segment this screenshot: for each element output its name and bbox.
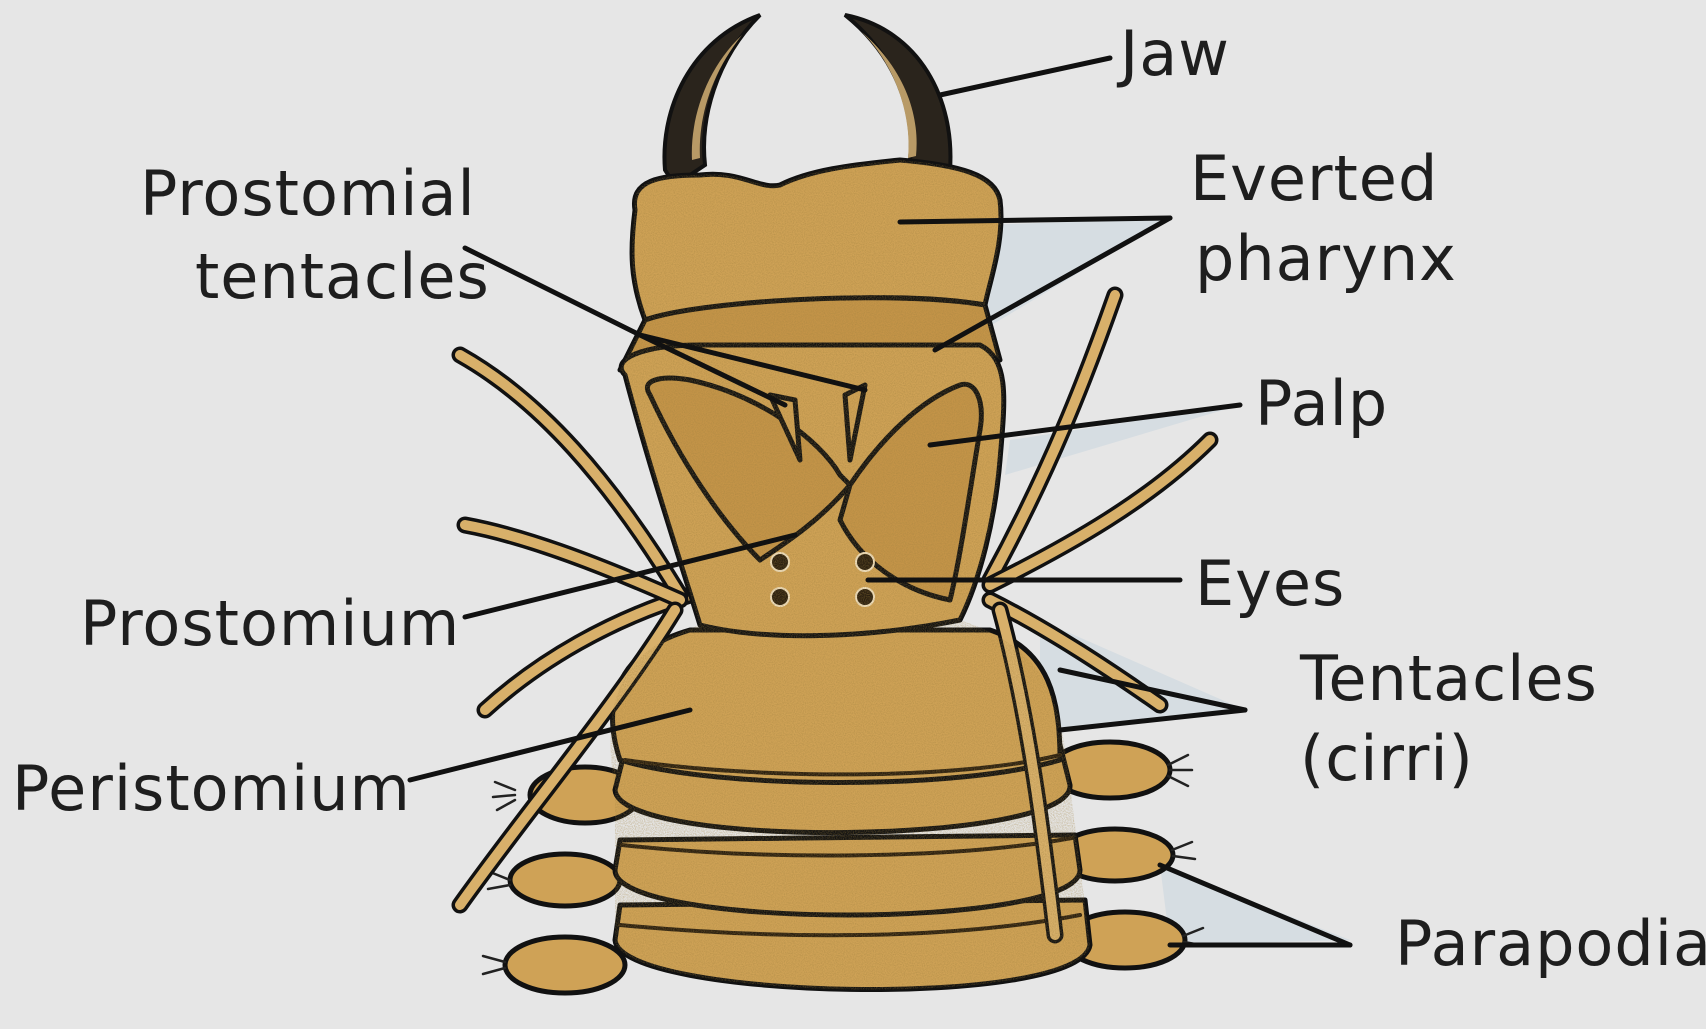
label-parapodia: Parapodia	[1395, 907, 1706, 980]
label-tentacles-cirri-line1: Tentacles	[1299, 642, 1598, 715]
jaw-left	[664, 15, 760, 185]
label-prostomial-tentacles-line1: Prostomial	[140, 157, 476, 230]
label-jaw: Jaw	[1116, 17, 1230, 90]
label-peristomium: Peristomium	[12, 752, 411, 825]
label-palp: Palp	[1255, 367, 1388, 440]
label-everted-pharynx-line2: pharynx	[1195, 222, 1457, 295]
prostomial-tentacles-leader	[465, 248, 640, 335]
jaw-leader	[940, 58, 1110, 95]
label-eyes: Eyes	[1195, 547, 1345, 620]
label-prostomial-tentacles-line2: tentacles	[195, 240, 490, 313]
label-prostomium: Prostomium	[80, 587, 460, 660]
parapodium-left-2	[510, 854, 620, 906]
label-tentacles-cirri-line2: (cirri)	[1300, 722, 1474, 795]
parapodium-left-3	[505, 937, 625, 993]
label-everted-pharynx-line1: Everted	[1190, 142, 1438, 215]
